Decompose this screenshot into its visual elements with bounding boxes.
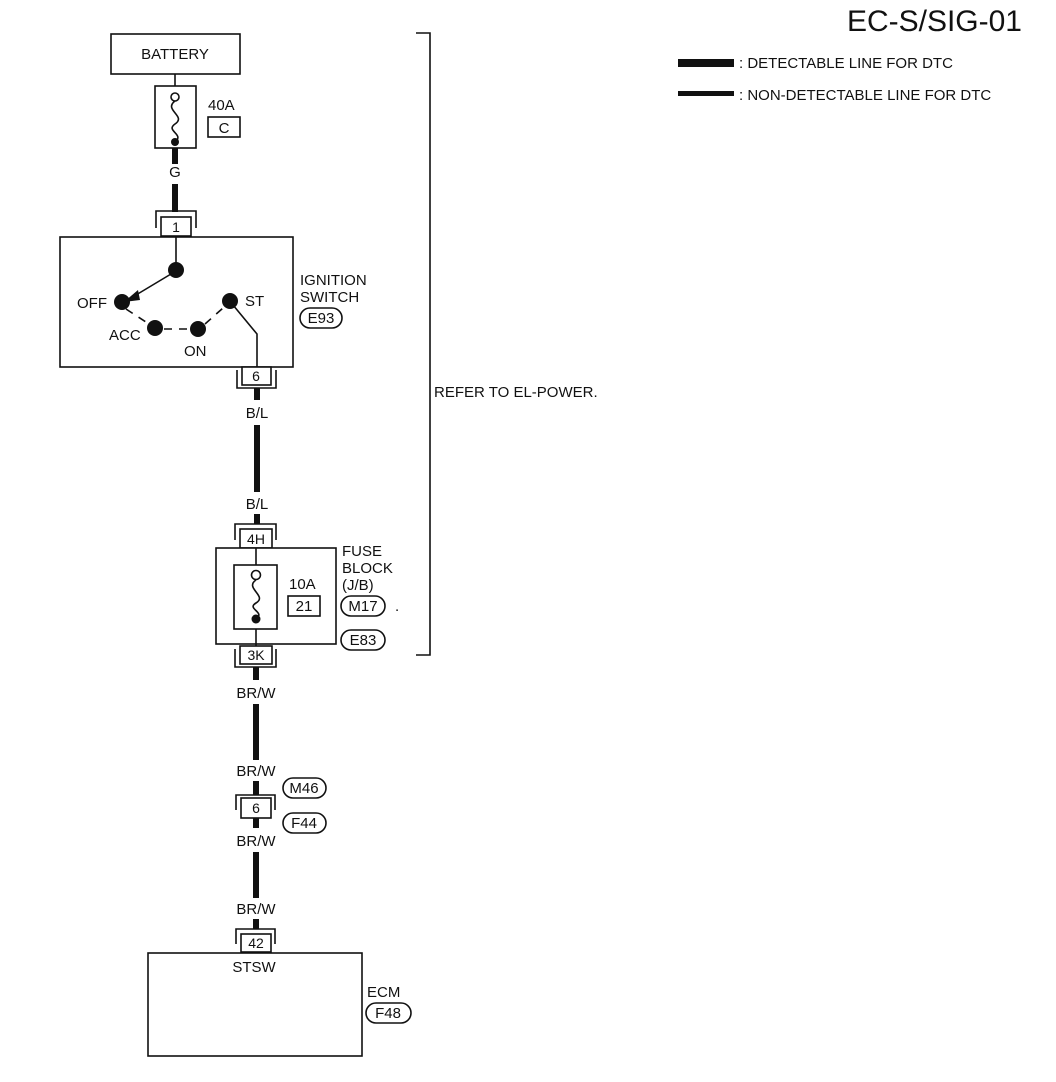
st-label: ST bbox=[245, 293, 264, 310]
wire-brw-label-3: BR/W bbox=[236, 833, 276, 850]
joint-connector-1-pill bbox=[282, 777, 327, 799]
ignition-switch-label-line2: SWITCH bbox=[300, 289, 359, 306]
refer-bracket-line bbox=[416, 32, 431, 656]
page-code: EC-S/SIG-01 bbox=[847, 5, 1022, 38]
legend-non-detectable-swatch bbox=[678, 91, 734, 96]
refer-bracket: REFER TO EL-POWER. bbox=[416, 32, 598, 656]
ecm: STSW ECM F48 bbox=[147, 952, 412, 1057]
joint-connector-1: M46 bbox=[289, 780, 318, 797]
fuse-block-separator: . bbox=[395, 598, 399, 615]
fuse-block-label-line3: (J/B) bbox=[342, 577, 374, 594]
ecm-connector-pill bbox=[365, 1002, 412, 1024]
fuse-block-connector-1: M17 bbox=[348, 598, 377, 615]
fuse-block-label-line1: FUSE bbox=[342, 543, 382, 560]
legend: : DETECTABLE LINE FOR DTC : NON-DETECTAB… bbox=[678, 55, 991, 104]
fuse-21-bottom-terminal bbox=[251, 614, 261, 624]
fuse-block-terminal-3k: 3K bbox=[234, 645, 277, 668]
joint-connector-2: F44 bbox=[291, 815, 317, 832]
terminal-6-label: 6 bbox=[252, 368, 260, 384]
terminal-1-label: 1 bbox=[172, 219, 180, 235]
terminal-4h-label: 4H bbox=[247, 531, 265, 547]
st-contact bbox=[222, 293, 238, 309]
battery-label: BATTERY bbox=[141, 46, 209, 63]
off-acc-link bbox=[125, 308, 150, 325]
joint-connector-2-pill bbox=[282, 812, 327, 834]
ecm-terminal-42: 42 bbox=[235, 928, 276, 953]
fuse-block-connector-2: E83 bbox=[350, 632, 377, 649]
terminal-6-box bbox=[241, 366, 272, 386]
fuse-block-connector-2-pill bbox=[340, 629, 386, 651]
joint-terminal-label: 6 bbox=[252, 800, 260, 816]
ignition-switch-connector: E93 bbox=[308, 310, 335, 327]
terminal-42-box bbox=[240, 933, 272, 953]
terminal-3k-box bbox=[239, 645, 273, 665]
wire-brw-label-2: BR/W bbox=[236, 763, 276, 780]
ignition-terminal-6: 6 bbox=[236, 366, 277, 389]
fuse-21-rating: 10A bbox=[289, 576, 316, 593]
ecm-label: ECM bbox=[367, 984, 400, 1001]
ignition-terminal-1: 1 bbox=[155, 210, 197, 237]
fuse-21-element-icon bbox=[251, 579, 261, 620]
ecm-terminal-name: STSW bbox=[232, 959, 276, 976]
wire-brw-label-1: BR/W bbox=[236, 685, 276, 702]
acc-contact bbox=[147, 320, 163, 336]
battery: BATTERY bbox=[110, 33, 241, 75]
legend-detectable-label: : DETECTABLE LINE FOR DTC bbox=[739, 55, 953, 72]
off-contact bbox=[114, 294, 130, 310]
terminal-1-box bbox=[160, 216, 192, 237]
terminal-4h-housing bbox=[234, 523, 277, 540]
fuse-21-number: 21 bbox=[296, 598, 313, 615]
ignition-switch: OFF ACC ON ST IGNITION SWITCH E93 bbox=[59, 236, 367, 368]
fusible-link-rating: 40A bbox=[208, 97, 235, 114]
ecm-box bbox=[147, 952, 363, 1057]
legend-detectable-swatch bbox=[678, 59, 734, 67]
refer-note: REFER TO EL-POWER. bbox=[434, 384, 598, 401]
switch-pivot bbox=[168, 262, 184, 278]
fuse-element-icon bbox=[170, 100, 180, 143]
joint-connector: 6 M46 F44 bbox=[235, 777, 327, 834]
ignition-switch-label-line1: IGNITION bbox=[300, 272, 367, 289]
battery-box bbox=[110, 33, 241, 75]
ignition-switch-connector-pill bbox=[299, 307, 343, 329]
acc-label: ACC bbox=[109, 327, 141, 344]
fuse-21-number-box bbox=[287, 595, 321, 617]
fusible-link-code: C bbox=[219, 120, 230, 137]
joint-connector-housing bbox=[235, 794, 276, 810]
off-label: OFF bbox=[77, 295, 107, 312]
wire-bl-top-label: B/L bbox=[246, 405, 269, 422]
on-st-link bbox=[204, 307, 224, 325]
terminal-42-housing bbox=[235, 928, 276, 944]
terminal-42-label: 42 bbox=[248, 935, 264, 951]
fusible-link-code-box bbox=[207, 116, 241, 138]
fuse-bottom-terminal bbox=[171, 138, 179, 146]
wire-bl-bottom-label: B/L bbox=[246, 496, 269, 513]
wire-g-label: G bbox=[169, 164, 181, 181]
terminal-1-housing bbox=[155, 210, 197, 228]
wire-brw-label-4: BR/W bbox=[236, 901, 276, 918]
on-contact bbox=[190, 321, 206, 337]
fuse-block-terminal-4h: 4H bbox=[234, 523, 277, 549]
fuse-block-connector-1-pill bbox=[340, 595, 386, 617]
terminal-3k-label: 3K bbox=[247, 647, 265, 663]
fuse-block-label-line2: BLOCK bbox=[342, 560, 393, 577]
switch-output-lead bbox=[232, 304, 258, 367]
ecm-connector: F48 bbox=[375, 1005, 401, 1022]
on-label: ON bbox=[184, 343, 207, 360]
fuse-top-terminal bbox=[170, 92, 180, 102]
legend-non-detectable-label: : NON-DETECTABLE LINE FOR DTC bbox=[739, 87, 991, 104]
fuse-21-top-terminal bbox=[250, 569, 262, 581]
fuse-block: 10A 21 FUSE BLOCK (J/B) M17 . E83 bbox=[215, 543, 399, 651]
fusible-link: 40A C bbox=[154, 85, 241, 149]
